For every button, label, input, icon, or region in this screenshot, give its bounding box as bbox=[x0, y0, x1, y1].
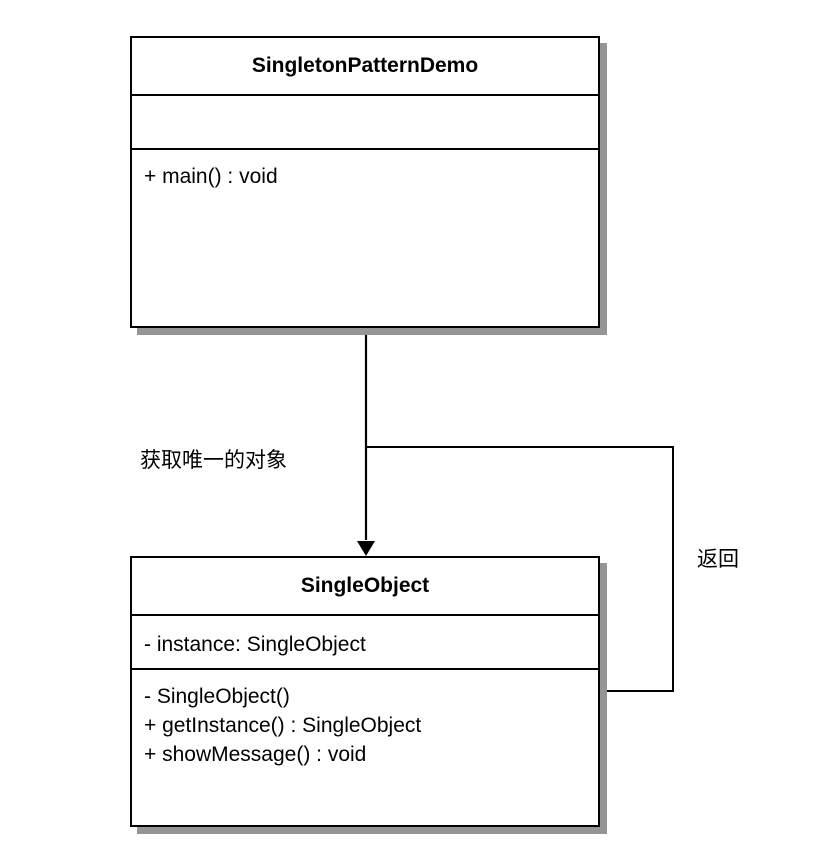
class-single-object[interactable]: SingleObject - instance: SingleObject - … bbox=[130, 556, 600, 827]
methods-compartment: - SingleObject() + getInstance() : Singl… bbox=[132, 670, 598, 825]
attribute-instance: - instance: SingleObject bbox=[144, 633, 366, 656]
method-get-instance: + getInstance() : SingleObject bbox=[144, 714, 422, 737]
class-name: SingleObject bbox=[132, 558, 598, 616]
class-singleton-pattern-demo[interactable]: SingletonPatternDemo + main() : void bbox=[130, 36, 600, 328]
return-connector bbox=[366, 446, 674, 692]
get-instance-label: 获取唯一的对象 bbox=[140, 448, 287, 472]
method-show-message: + showMessage() : void bbox=[144, 743, 367, 766]
class-name: SingletonPatternDemo bbox=[132, 38, 598, 96]
return-label: 返回 bbox=[697, 547, 739, 571]
get-instance-arrowhead bbox=[357, 541, 375, 556]
method-constructor: - SingleObject() bbox=[144, 685, 290, 708]
method-main: + main() : void bbox=[144, 165, 278, 188]
attributes-compartment: - instance: SingleObject bbox=[132, 616, 598, 670]
attributes-compartment bbox=[132, 96, 598, 150]
methods-compartment: + main() : void bbox=[132, 150, 598, 326]
